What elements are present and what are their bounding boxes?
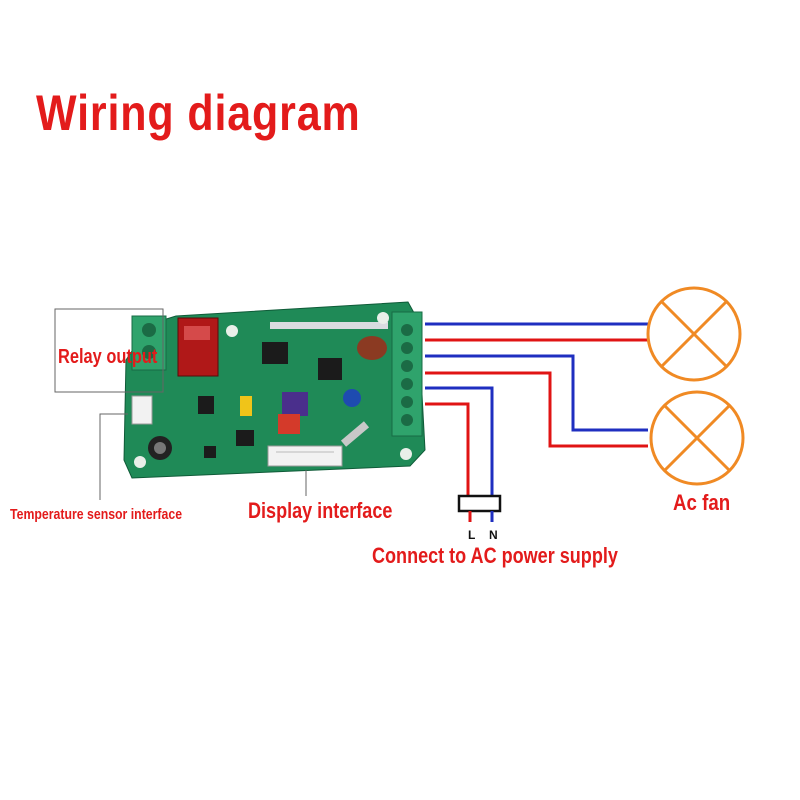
pcb-board — [123, 301, 426, 479]
callouts — [54, 308, 307, 500]
power-blue-wire — [425, 386, 494, 496]
wires — [425, 322, 648, 496]
fan-icon-1 — [646, 286, 742, 382]
relay-output-label: Relay output — [58, 346, 158, 368]
fan-icon-2 — [649, 390, 745, 486]
neutral-label: N — [489, 528, 498, 542]
fan2-blue-wire — [425, 354, 648, 432]
power-supply-label: Connect to AC power supply — [372, 543, 618, 568]
display-interface-label: Display interface — [248, 498, 393, 523]
sensor-leader-line — [99, 413, 128, 500]
power-red-wire — [425, 402, 470, 496]
page-title: Wiring diagram — [36, 85, 361, 141]
ac-fan-label: Ac fan — [673, 490, 731, 515]
fan2-red-wire — [425, 371, 648, 448]
ac-plug — [457, 494, 502, 522]
relay-output-box — [54, 308, 164, 393]
temperature-sensor-label: Temperature sensor interface — [10, 506, 183, 523]
live-label: L — [468, 528, 476, 542]
